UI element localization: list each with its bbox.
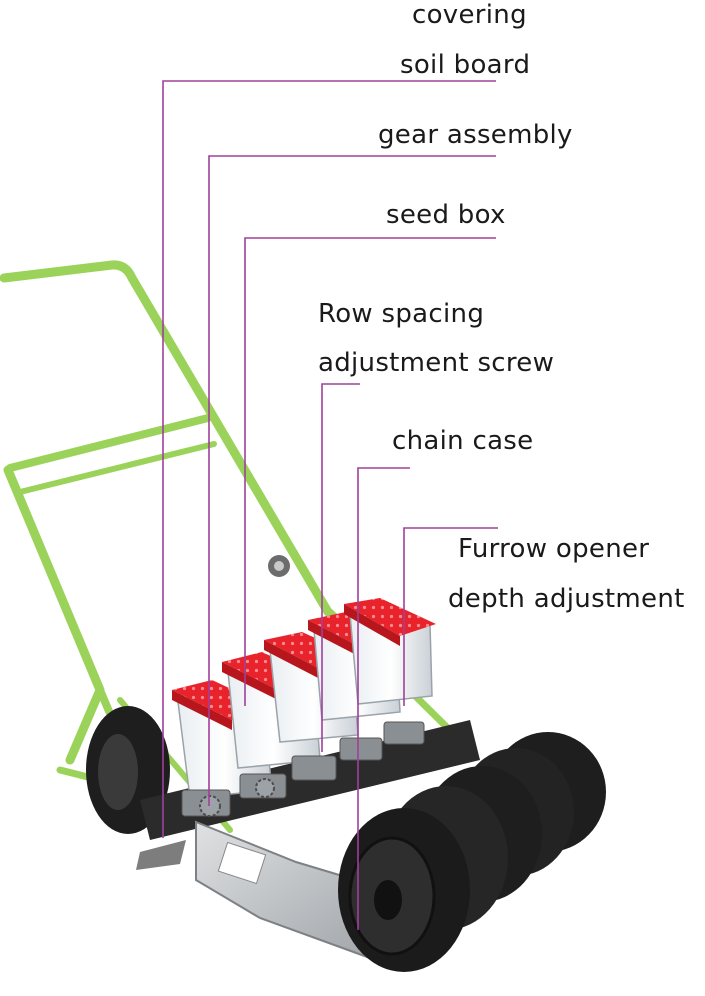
front-press-wheels bbox=[338, 732, 606, 972]
leader-lines bbox=[162, 80, 498, 930]
handle-joint-icon bbox=[268, 555, 290, 577]
label-gear-assembly: gear assembly bbox=[378, 120, 573, 150]
label-covering: covering bbox=[412, 0, 527, 30]
label-soil-board: soil board bbox=[400, 50, 531, 80]
leader-line-chain-case bbox=[357, 467, 410, 930]
label-seed-box: seed box bbox=[386, 200, 506, 230]
label-row-spacing: Row spacing bbox=[318, 299, 485, 329]
gear-mechanism bbox=[181, 721, 425, 817]
gear-icon bbox=[199, 778, 275, 817]
plate-sticker bbox=[217, 841, 267, 885]
seed-hoppers bbox=[172, 598, 436, 799]
leader-line-seed-box bbox=[244, 237, 496, 706]
covering-soil-board bbox=[136, 840, 186, 870]
label-furrow-opener: Furrow opener bbox=[458, 534, 650, 564]
label-adjustment-screw: adjustment screw bbox=[318, 348, 555, 378]
label-depth-adjustment: depth adjustment bbox=[448, 584, 685, 614]
leader-line-row-spacing-screw bbox=[321, 383, 360, 752]
leader-line-gear-assembly bbox=[208, 155, 496, 806]
leader-line-furrow-opener bbox=[403, 527, 498, 706]
label-chain-case: chain case bbox=[392, 426, 534, 456]
leader-line-covering-soil-board bbox=[162, 80, 496, 838]
